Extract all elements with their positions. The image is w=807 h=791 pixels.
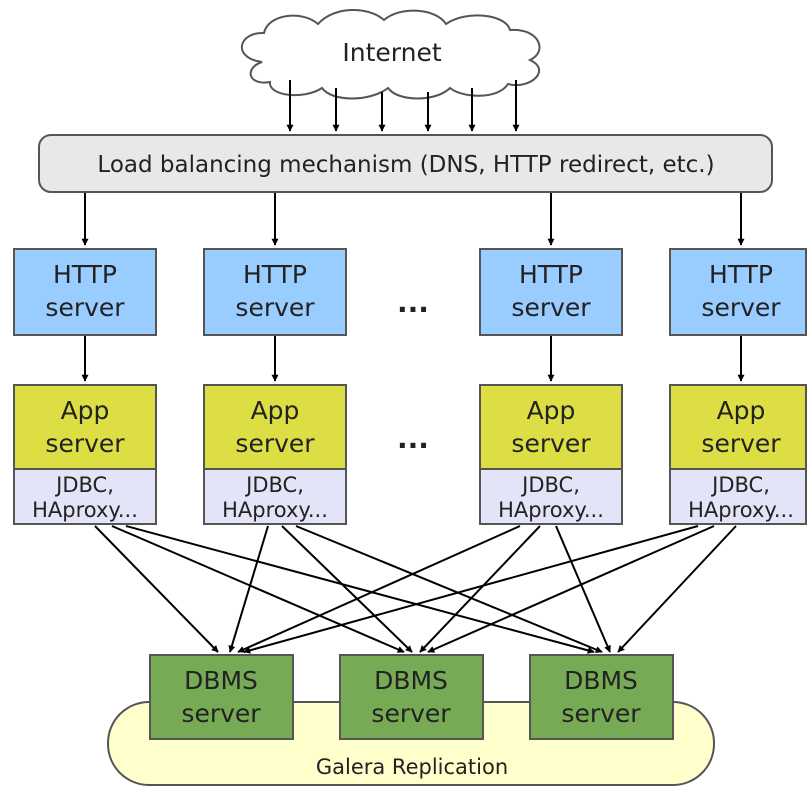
db-server-label: DBMS	[564, 666, 638, 695]
app-server-label: App	[61, 396, 110, 425]
app-server-label: App	[251, 396, 300, 425]
app-server-label: server	[235, 429, 315, 458]
app-server-label: App	[527, 396, 576, 425]
connector-label: HAproxy...	[222, 498, 328, 522]
http-server-label: HTTP	[519, 260, 583, 289]
app-server-label: server	[45, 429, 125, 458]
http-server-label: server	[701, 293, 781, 322]
app-server-2: App server JDBC, HAproxy...	[203, 384, 347, 525]
http-ellipsis: ...	[397, 286, 429, 319]
internet-arrows	[286, 80, 520, 132]
app-server-1: App server JDBC, HAproxy...	[13, 384, 157, 525]
db-server-label: DBMS	[374, 666, 448, 695]
http-server-label: HTTP	[243, 260, 307, 289]
internet-label: Internet	[342, 38, 441, 67]
http-server-2: HTTP server	[203, 248, 347, 336]
internet-cloud: Internet	[241, 8, 541, 100]
http-server-label: server	[511, 293, 591, 322]
connector-label: HAproxy...	[498, 498, 604, 522]
db-server-label: server	[181, 699, 261, 728]
app-server-label: server	[701, 429, 781, 458]
connector-to-db-arrows	[94, 525, 737, 654]
connector-label: HAproxy...	[32, 498, 138, 522]
galera-replication-label: Galera Replication	[316, 755, 508, 779]
db-server-label: server	[561, 699, 641, 728]
app-server-label: App	[717, 396, 766, 425]
http-to-app-arrows	[81, 336, 745, 382]
http-server-label: server	[45, 293, 125, 322]
db-server-label: DBMS	[184, 666, 258, 695]
app-server-4: App server JDBC, HAproxy...	[669, 384, 807, 525]
connector-label: JDBC,	[520, 473, 580, 497]
db-server-3: DBMS server	[529, 654, 674, 740]
db-server-2: DBMS server	[339, 654, 484, 740]
connector-label: JDBC,	[244, 473, 304, 497]
app-server-3: App server JDBC, HAproxy...	[479, 384, 623, 525]
connector-label: HAproxy...	[688, 498, 794, 522]
connector-label: JDBC,	[710, 473, 770, 497]
http-server-label: server	[235, 293, 315, 322]
lb-to-http-arrows	[81, 193, 745, 246]
http-server-label: HTTP	[709, 260, 773, 289]
app-ellipsis: ...	[397, 422, 429, 455]
db-server-label: server	[371, 699, 451, 728]
http-server-3: HTTP server	[479, 248, 623, 336]
app-server-label: server	[511, 429, 591, 458]
load-balancer-label: Load balancing mechanism (DNS, HTTP redi…	[97, 152, 714, 178]
http-server-4: HTTP server	[669, 248, 807, 336]
db-server-1: DBMS server	[149, 654, 294, 740]
connector-label: JDBC,	[54, 473, 114, 497]
http-server-1: HTTP server	[13, 248, 157, 336]
http-server-label: HTTP	[53, 260, 117, 289]
load-balancer-box: Load balancing mechanism (DNS, HTTP redi…	[38, 134, 773, 193]
